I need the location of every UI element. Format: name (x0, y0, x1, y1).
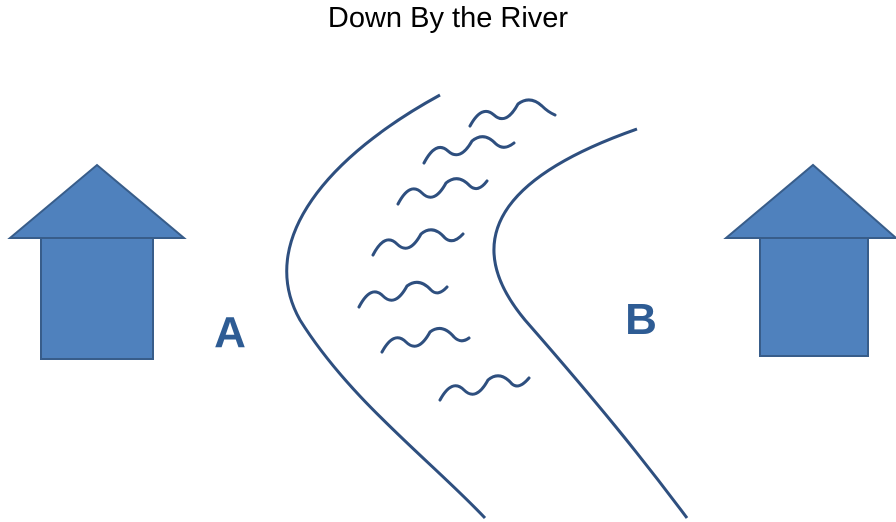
right-river-bank (492, 127, 689, 519)
wave-mark (468, 98, 557, 128)
left-river-bank (285, 93, 487, 520)
wave-mark (357, 280, 449, 309)
label-a: A (214, 308, 246, 357)
left-house-roof (7, 163, 187, 239)
right-house-body (759, 237, 869, 357)
left-house-body (40, 237, 154, 360)
wave-mark (396, 177, 489, 206)
wave-mark (422, 135, 516, 165)
right-house-icon (723, 163, 896, 357)
label-b: B (625, 295, 657, 344)
wave-mark (438, 374, 531, 402)
left-house-icon (7, 163, 187, 360)
wave-mark (380, 326, 471, 354)
right-house-roof (723, 163, 896, 239)
wave-mark (371, 228, 465, 257)
diagram-title: Down By the River (327, 2, 569, 34)
